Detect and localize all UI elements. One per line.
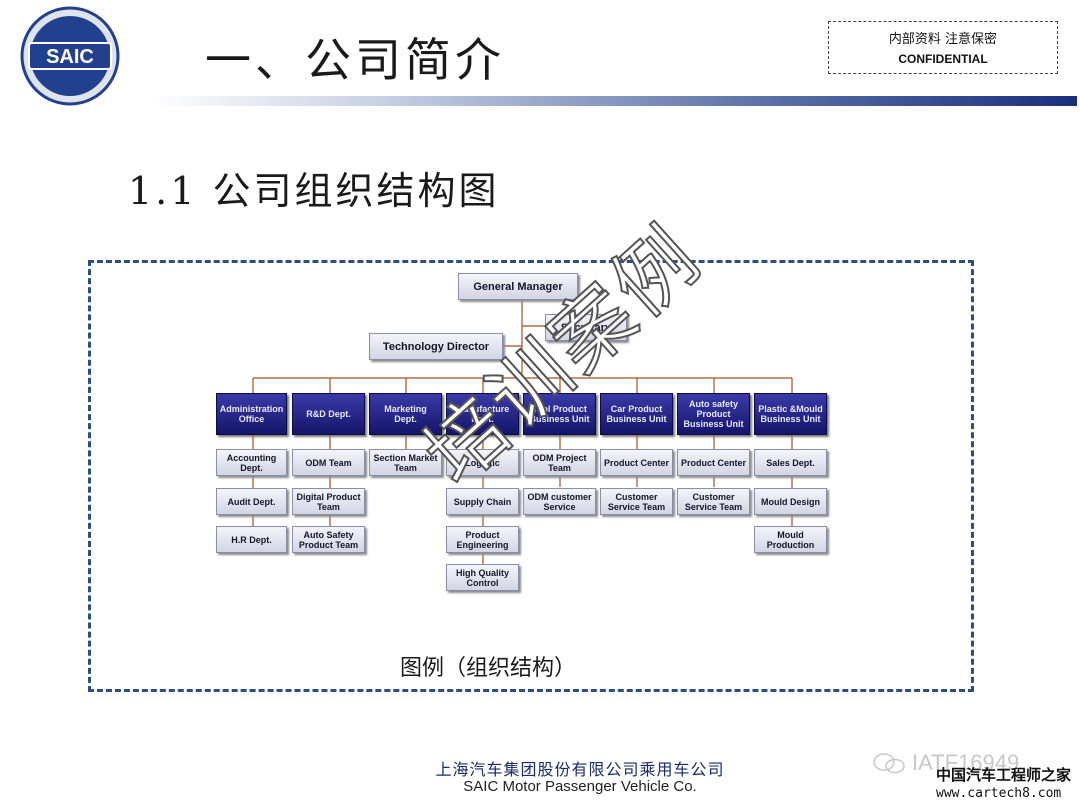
- site-name: 中国汽车工程师之家: [936, 766, 1072, 784]
- dept-manufacture: Manufacture Dept.: [446, 393, 519, 435]
- sub-safety-product-center: Product Center: [677, 449, 750, 476]
- sub-auto-safety-team: Auto Safety Product Team: [292, 526, 365, 553]
- chart-legend-caption: 图例（组织结构）: [400, 656, 577, 681]
- wechat-icon: [873, 753, 905, 774]
- section-title: 1.1 公司组织结构图: [128, 169, 500, 213]
- dept-car-product: Car Product Business Unit: [600, 393, 673, 435]
- wechat-id: IATF16949: [912, 750, 1020, 775]
- sub-safety-customer-service: Customer Service Team: [677, 488, 750, 515]
- sub-mould-production: Mould Production: [754, 526, 827, 553]
- confidential-stamp: 内部资料 注意保密 CONFIDENTIAL: [828, 21, 1058, 74]
- sub-car-customer-service: Customer Service Team: [600, 488, 673, 515]
- sub-hr: H.R Dept.: [216, 526, 287, 553]
- sub-high-quality-control: High Quality Control: [446, 564, 519, 591]
- sub-car-product-center: Product Center: [600, 449, 673, 476]
- general-manager-box: General Manager: [458, 273, 578, 300]
- sub-sales-dept: Sales Dept.: [754, 449, 827, 476]
- footer-company-en: SAIC Motor Passenger Vehicle Co.: [463, 778, 697, 795]
- dept-tool-product: Tool Product Business Unit: [523, 393, 596, 435]
- sub-supply-chain: Supply Chain: [446, 488, 519, 515]
- secretary-box: Secretary: [545, 314, 627, 341]
- sub-mould-design: Mould Design: [754, 488, 827, 515]
- logo-text: SAIC: [46, 46, 94, 68]
- confidential-en: CONFIDENTIAL: [898, 52, 988, 66]
- technology-director-box: Technology Director: [369, 333, 503, 360]
- sub-audit: Audit Dept.: [216, 488, 287, 515]
- sub-accounting: Accounting Dept.: [216, 449, 287, 476]
- sub-section-market: Section Market Team: [369, 449, 442, 476]
- dept-marketing: Marketing Dept.: [369, 393, 442, 435]
- sub-odm-customer-service: ODM customer Service: [523, 488, 596, 515]
- dept-administration: Administration Office: [216, 393, 287, 435]
- saic-logo: SAIC: [20, 6, 120, 106]
- slide-title: 一、公司简介: [205, 33, 505, 87]
- sub-odm-project: ODM Project Team: [523, 449, 596, 476]
- dept-plastic-mould: Plastic &Mould Business Unit: [754, 393, 827, 435]
- chart-frame: [88, 260, 974, 692]
- dept-rnd: R&D Dept.: [292, 393, 365, 435]
- footer-company-cn: 上海汽车集团股份有限公司乘用车公司: [435, 760, 725, 779]
- confidential-cn: 内部资料 注意保密: [888, 32, 998, 47]
- site-url: www.cartech8.com: [936, 786, 1062, 801]
- sub-product-engineering: Product Engineering: [446, 526, 519, 553]
- header-gradient-bar: [150, 96, 1077, 106]
- dept-auto-safety: Auto safety Product Business Unit: [677, 393, 750, 435]
- sub-logistic: Logistic: [446, 449, 519, 476]
- sub-digital-product: Digital Product Team: [292, 488, 365, 515]
- sub-odm-team: ODM Team: [292, 449, 365, 476]
